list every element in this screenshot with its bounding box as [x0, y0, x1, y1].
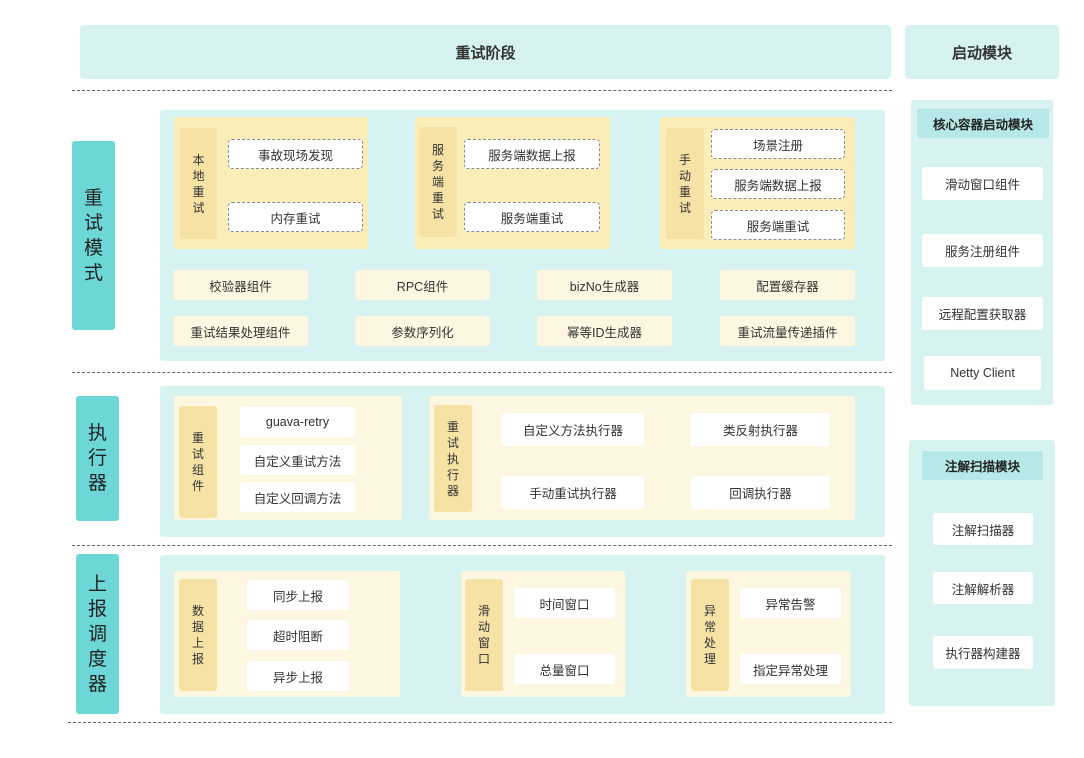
stage-header: 重试阶段	[80, 25, 891, 79]
annotation-scan-item: 注解扫描器	[933, 513, 1033, 545]
local-retry-label: 本 地 重 试	[180, 128, 217, 239]
exception-item: 异常告警	[740, 588, 841, 618]
local-retry-item: 事故现场发现	[228, 139, 363, 169]
server-retry-item: 服务端重试	[464, 202, 600, 232]
data-report-item: 超时阻断	[247, 620, 349, 650]
component-chip: 重试结果处理组件	[173, 316, 308, 346]
retry-executor-item: 自定义方法执行器	[502, 413, 644, 446]
startup-header-title: 启动模块	[951, 44, 1012, 62]
component-chip: bizNo生成器	[537, 270, 672, 300]
manual-retry-label: 手 动 重 试	[666, 128, 704, 239]
annotation-scan-title: 注解扫描模块	[922, 451, 1043, 480]
component-chip: 校验器组件	[173, 270, 308, 300]
retry-mode-label: 重 试 模 式	[72, 141, 115, 330]
manual-retry-item: 服务端重试	[711, 210, 845, 240]
separator-line	[68, 722, 892, 723]
retry-executor-item: 手动重试执行器	[502, 476, 644, 509]
data-report-label: 数 据 上 报	[179, 579, 217, 691]
local-retry-item: 内存重试	[228, 202, 363, 232]
component-chip: 配置缓存器	[720, 270, 855, 300]
separator-line	[72, 372, 892, 373]
report-scheduler-label: 上 报 调 度 器	[76, 554, 119, 714]
data-report-item: 异步上报	[247, 661, 349, 691]
retry-component-item: 自定义回调方法	[240, 482, 355, 512]
retry-executor-item: 类反射执行器	[691, 413, 830, 446]
sliding-window-item: 总量窗口	[514, 654, 615, 684]
exception-item: 指定异常处理	[740, 654, 841, 684]
retry-component-item: guava-retry	[240, 407, 355, 437]
data-report-item: 同步上报	[247, 580, 349, 610]
retry-component-label: 重 试 组 件	[179, 406, 217, 518]
manual-retry-item: 场景注册	[711, 129, 845, 159]
sliding-window-item: 时间窗口	[514, 588, 615, 618]
component-chip: 幂等ID生成器	[537, 316, 672, 346]
retry-executor-label: 重 试 执 行 器	[434, 405, 472, 512]
core-container-item: Netty Client	[924, 356, 1041, 390]
component-chip: 重试流量传递插件	[720, 316, 855, 346]
annotation-scan-item: 执行器构建器	[933, 636, 1033, 669]
core-container-item: 远程配置获取器	[922, 297, 1043, 330]
core-container-item: 滑动窗口组件	[922, 167, 1043, 200]
executor-label: 执 行 器	[76, 396, 119, 521]
component-chip: RPC组件	[355, 270, 490, 300]
separator-line	[72, 545, 892, 546]
server-retry-label: 服 务 端 重 试	[419, 127, 457, 237]
component-chip: 参数序列化	[355, 316, 490, 346]
sliding-window-label: 滑 动 窗 口	[465, 579, 503, 691]
stage-header-title: 重试阶段	[455, 44, 516, 62]
retry-component-item: 自定义重试方法	[240, 445, 355, 475]
annotation-scan-item: 注解解析器	[933, 572, 1033, 604]
retry-executor-item: 回调执行器	[691, 476, 830, 509]
separator-line	[72, 90, 892, 91]
core-container-item: 服务注册组件	[922, 234, 1043, 267]
manual-retry-item: 服务端数据上报	[711, 169, 845, 199]
server-retry-item: 服务端数据上报	[464, 139, 600, 169]
exception-label: 异 常 处 理	[691, 579, 729, 691]
core-container-title: 核心容器启动模块	[917, 109, 1049, 138]
startup-header: 启动模块	[905, 25, 1059, 79]
